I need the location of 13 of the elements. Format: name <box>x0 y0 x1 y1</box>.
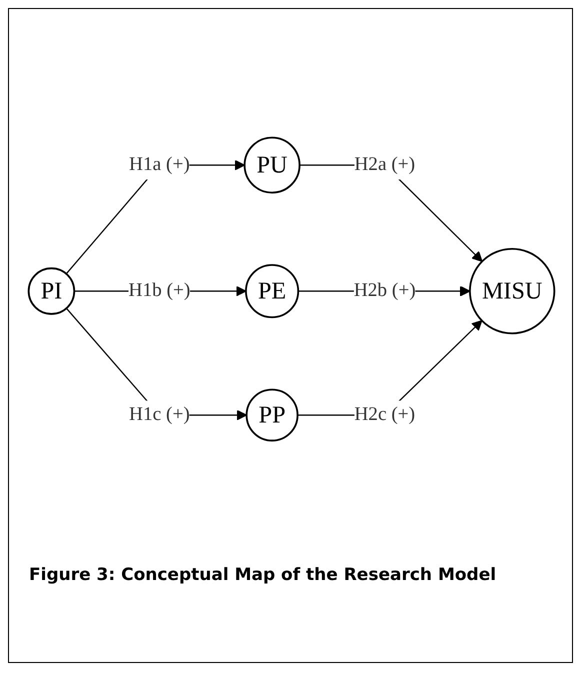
node-circle <box>246 388 298 442</box>
figure-caption: Figure 3: Conceptual Map of the Research Model <box>29 564 498 586</box>
node-circle <box>469 248 556 334</box>
edge-label: H2b (+) <box>354 280 416 301</box>
node-circle <box>28 267 76 315</box>
edge-label: H1a (+) <box>129 154 190 175</box>
edge-label: H2c (+) <box>354 404 416 425</box>
edge-label: H1c (+) <box>129 404 190 425</box>
edge-label: H2a (+) <box>354 154 416 175</box>
node-circle <box>244 136 300 194</box>
node-circle <box>245 264 300 318</box>
figure-frame: H1a (+) H1b (+) H1c (+) H2a (+) H2b (+) H2c (+) PI PU PE PP MISU Figure 3: Conceptual Map of the Research Model <box>8 8 573 663</box>
edge-label: H1b (+) <box>128 280 190 301</box>
